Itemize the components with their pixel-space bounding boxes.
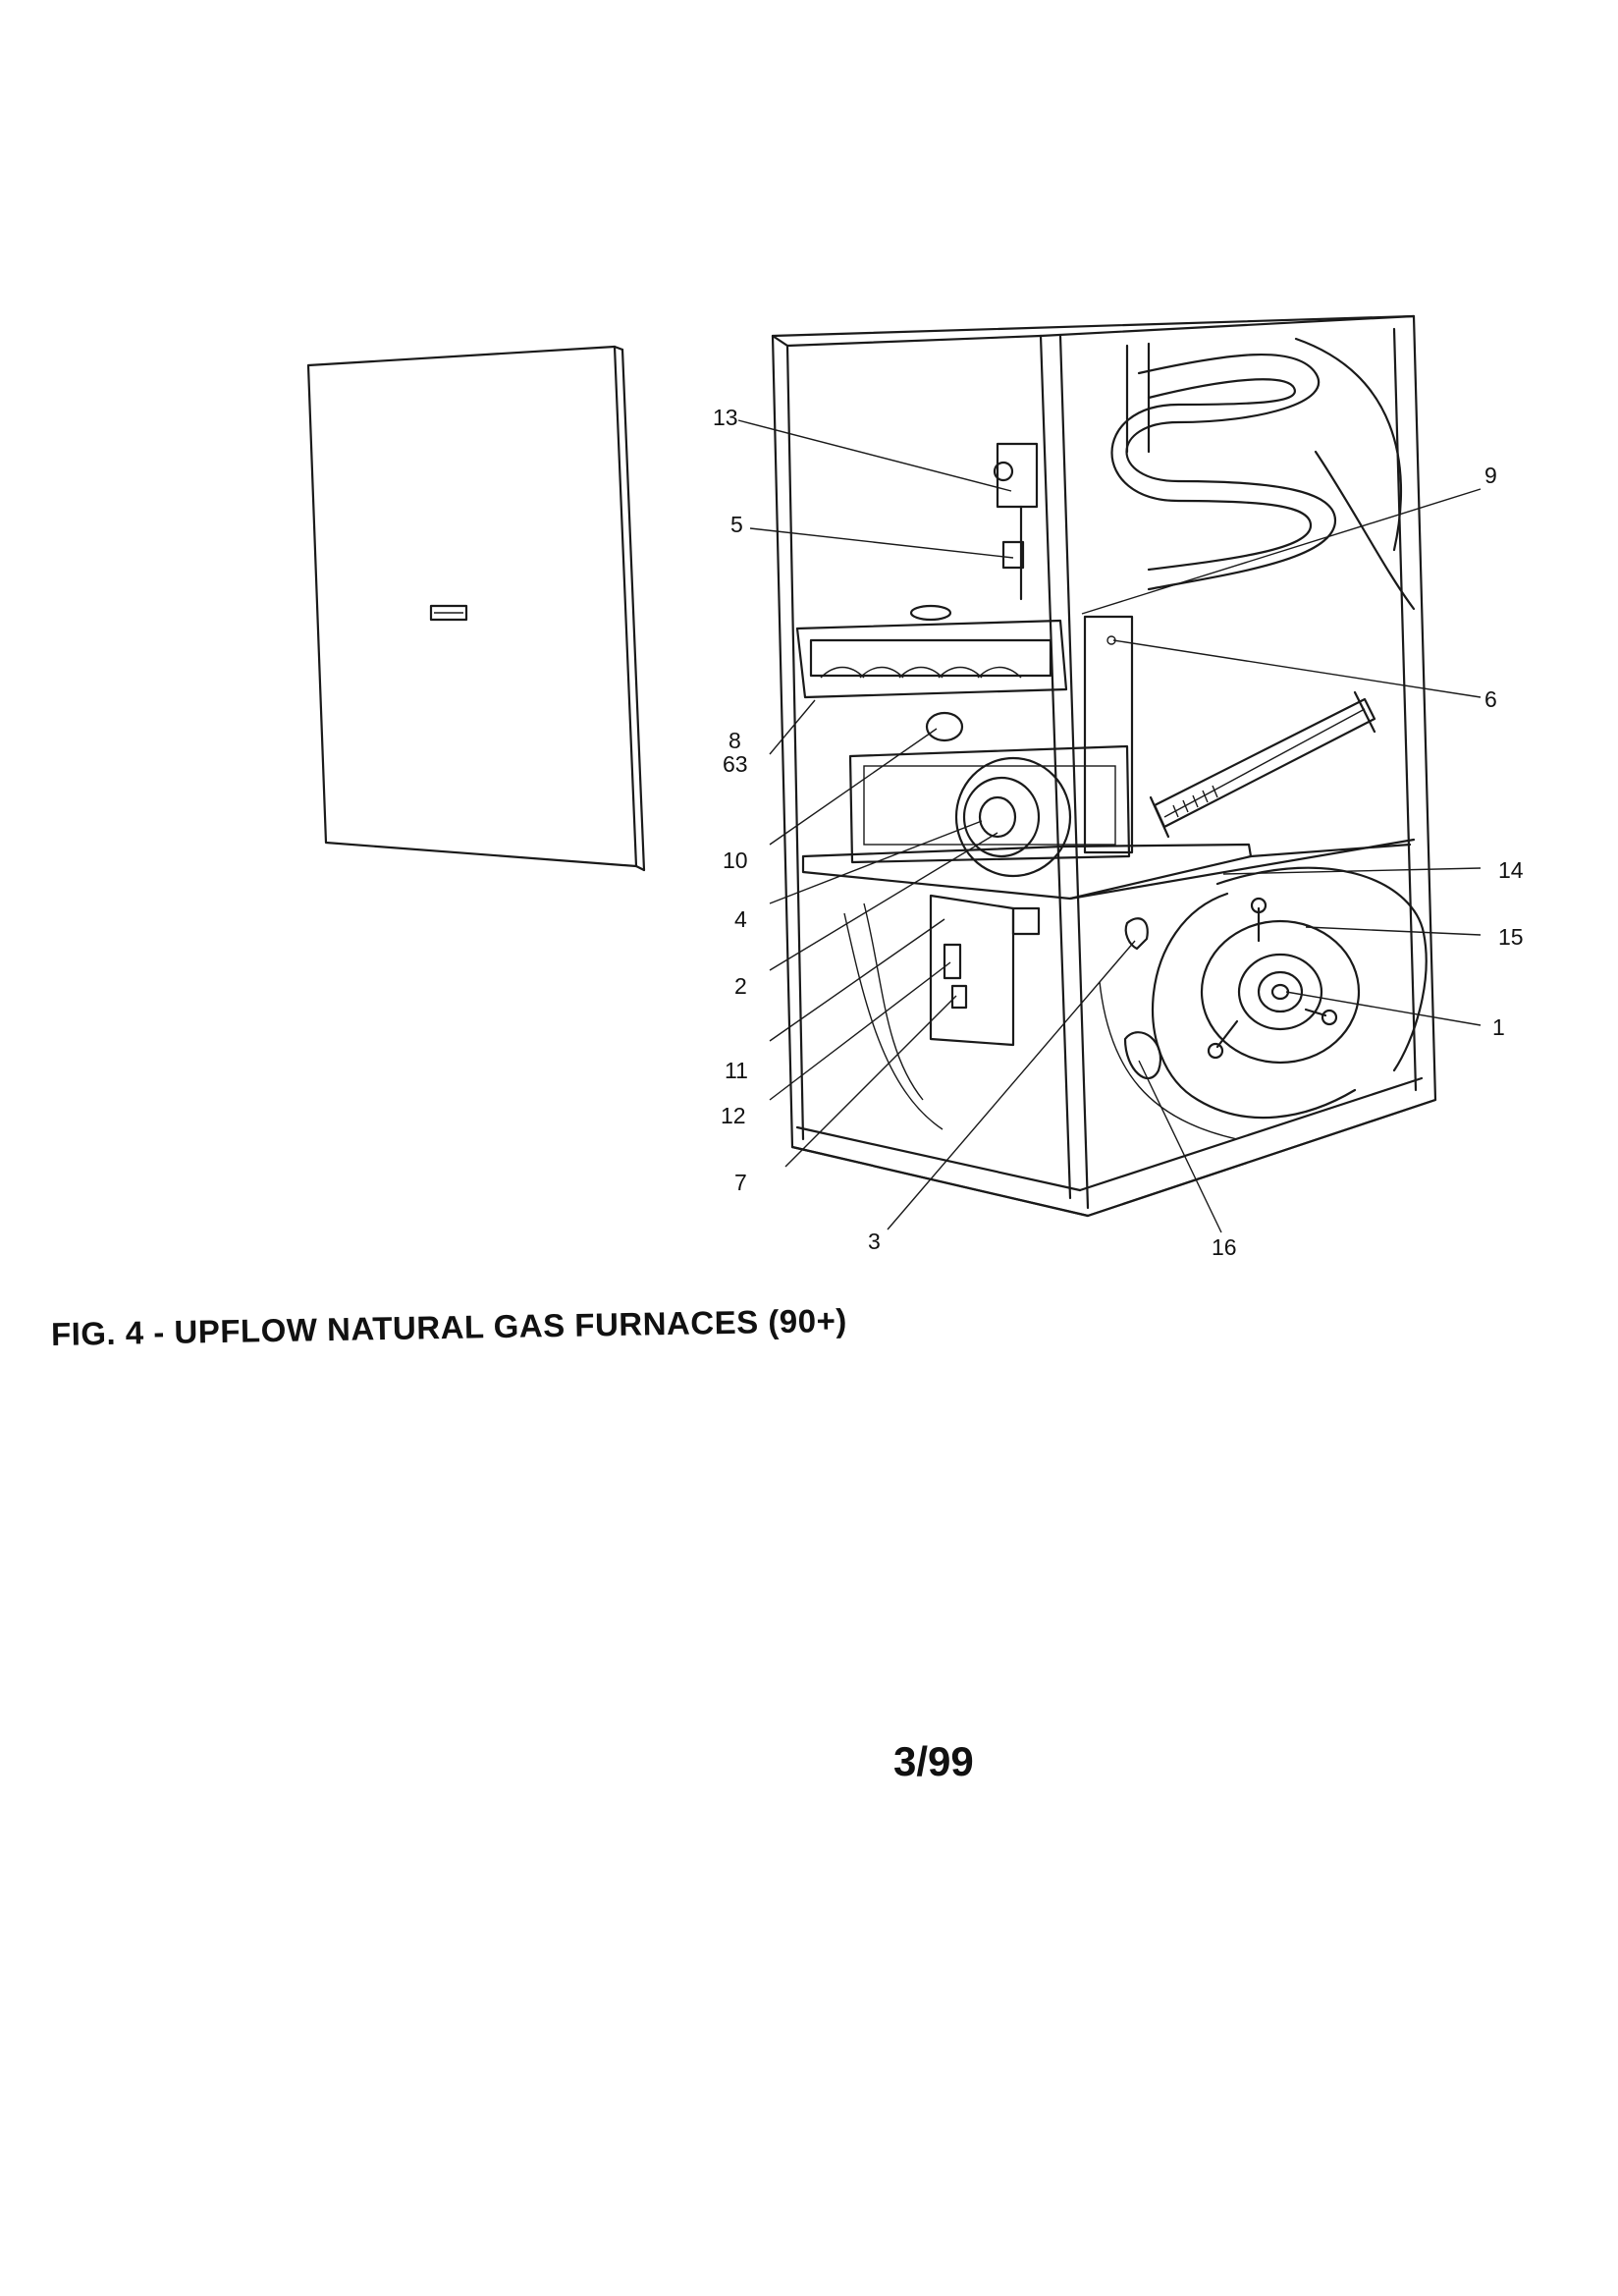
callout-1: 1: [1492, 1014, 1505, 1040]
figure-caption: FIG. 4 - UPFLOW NATURAL GAS FURNACES (90…: [50, 1301, 848, 1352]
callout-5: 5: [730, 512, 743, 537]
callout-10: 10: [723, 847, 748, 873]
callout-14: 14: [1498, 857, 1524, 883]
callout-13: 13: [713, 405, 738, 430]
callout-3: 3: [868, 1229, 881, 1254]
callout-6: 6: [1484, 686, 1497, 712]
door-panel: [306, 345, 646, 872]
callout-12: 12: [721, 1103, 746, 1128]
callout-8: 8: [728, 728, 741, 753]
callout-9: 9: [1484, 463, 1497, 488]
blower-assembly: [1099, 866, 1428, 1140]
callout-11: 11: [725, 1058, 748, 1083]
revision-date: 3/99: [893, 1738, 974, 1784]
furnace-exploded-diagram: 13 5 9 6 8 63 10 4 2 11 12 7 3 16 14 15 …: [306, 314, 1524, 1260]
callout-15: 15: [1498, 924, 1524, 950]
door-handle: [429, 604, 468, 622]
leader-lines: [737, 419, 1482, 1233]
callout-labels: 13 5 9 6 8 63 10 4 2 11 12 7 3 16 14 15 …: [713, 405, 1524, 1260]
heat-exchanger: [1110, 337, 1416, 839]
callout-4: 4: [734, 906, 747, 932]
burner-assembly: [795, 442, 1134, 854]
control-board: [843, 894, 1041, 1130]
callout-7: 7: [734, 1170, 747, 1195]
inducer-assembly: [848, 711, 1131, 878]
callout-2: 2: [734, 973, 747, 999]
callout-16: 16: [1212, 1234, 1237, 1260]
callout-63: 63: [723, 751, 748, 777]
